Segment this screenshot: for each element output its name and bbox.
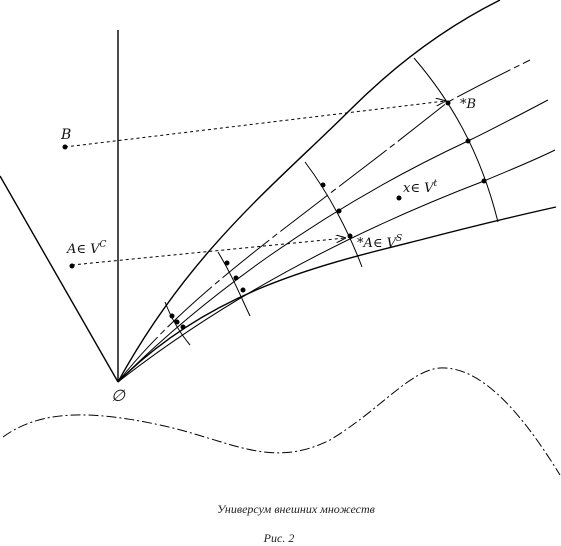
caption-title: Универсум внешних множеств	[217, 502, 375, 516]
upper-boundary-curve	[117, 0, 501, 383]
label-B: B	[60, 127, 71, 143]
wavy-curve	[2, 367, 561, 476]
label-star-A-in-V: *A∈ VS	[357, 234, 402, 251]
ray-dot	[224, 260, 230, 266]
ray-2	[117, 99, 549, 383]
ray-dot	[240, 287, 246, 293]
arc-outer-2	[413, 57, 499, 223]
lower-boundary-curve	[117, 206, 557, 383]
label-A-in-V-sup: C	[100, 240, 107, 250]
ray-dot	[465, 138, 471, 144]
ray-dot	[481, 178, 487, 184]
label-origin: ∅	[111, 386, 126, 405]
point-x	[396, 195, 402, 201]
label-A-in-V-main: A∈ V	[66, 242, 101, 257]
label-star-B: *B	[460, 97, 476, 112]
caption-figure: Рис. 2	[263, 531, 295, 545]
ray-3	[117, 149, 556, 383]
arrow-A-to-starA	[71, 238, 345, 266]
label-star-A-in-V-main: *A∈ V	[357, 236, 398, 251]
label-x-in-V-main: x∈ V	[403, 181, 435, 196]
ray-dot	[336, 208, 342, 214]
label-x-in-V-sup: t	[433, 179, 437, 189]
ray-dot	[347, 233, 353, 239]
ray-dot	[320, 182, 326, 188]
ray-dot	[174, 319, 180, 325]
arc-middle	[217, 251, 251, 317]
label-star-A-in-V-sup: S	[396, 234, 402, 244]
label-x-in-V: x∈ Vt	[403, 179, 437, 196]
ray-dot	[180, 324, 186, 330]
arc-outer-1	[304, 161, 363, 268]
point-A	[69, 263, 75, 269]
ray-dot	[233, 275, 239, 281]
universe-left-boundary	[0, 175, 119, 383]
ray-dot	[169, 313, 175, 319]
ray-dot	[445, 100, 451, 106]
label-A-in-V: A∈ VC	[66, 240, 107, 257]
arc-inner	[164, 301, 191, 346]
arrow-B-to-starB	[64, 101, 445, 148]
